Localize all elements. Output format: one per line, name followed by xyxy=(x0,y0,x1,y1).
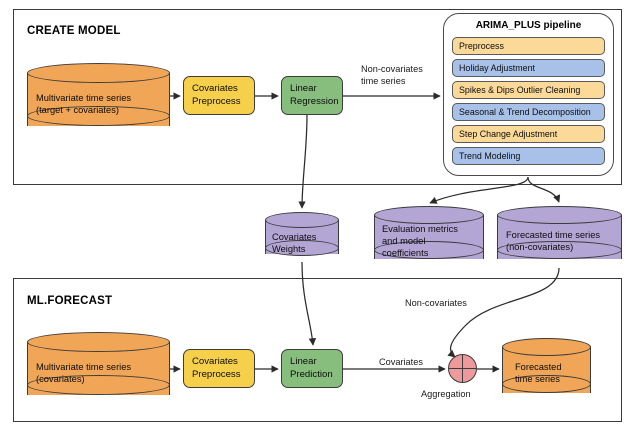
box-covariates-preprocess-train[interactable]: Covariates Preprocess xyxy=(183,76,255,115)
cylinder-multivariate-covariates: Multivariate time series (covariates) xyxy=(27,332,170,405)
box-label: Linear Regression xyxy=(290,83,339,107)
box-linear-prediction[interactable]: Linear Prediction xyxy=(281,349,343,388)
section-title-ml-forecast: ML.FORECAST xyxy=(27,295,113,307)
cylinder-covariates-weights: Covariates Weights xyxy=(265,212,339,262)
cylinder-top-ellipse xyxy=(27,63,170,83)
pipeline-title: ARIMA_PLUS pipeline xyxy=(475,20,582,31)
section-ml-forecast xyxy=(13,278,622,422)
pipeline-step-label: Trend Modeling xyxy=(459,151,521,161)
cylinder-label: Evaluation metrics and model coefficient… xyxy=(382,224,458,258)
cylinder-top-ellipse xyxy=(374,206,484,224)
box-label: Covariates Preprocess xyxy=(192,356,241,380)
pipeline-step-label: Seasonal & Trend Decomposition xyxy=(459,107,591,117)
section-create-model xyxy=(13,9,622,185)
edge-label-non-covariates-time-series: Non-covariates time series xyxy=(361,64,423,86)
cylinder-evaluation-metrics-model-coefficients: Evaluation metrics and model coefficient… xyxy=(374,206,484,268)
box-label: Linear Prediction xyxy=(290,356,333,380)
cylinder-forecasted-time-series-non-covariates: Forecasted time series (non-covariates) xyxy=(497,206,622,268)
cylinder-bottom-ellipse xyxy=(502,375,591,393)
box-covariates-preprocess-forecast[interactable]: Covariates Preprocess xyxy=(183,349,255,388)
pipeline-step-label: Spikes & Dips Outlier Cleaning xyxy=(459,85,581,95)
cylinder-label: Covariates Weights xyxy=(272,232,317,254)
section-title-create-model: CREATE MODEL xyxy=(27,25,121,37)
edge-label-covariates: Covariates xyxy=(379,357,423,367)
cylinder-bottom-ellipse xyxy=(265,240,339,256)
pipeline-step-trend-modeling[interactable]: Trend Modeling xyxy=(452,147,605,165)
cylinder-top-ellipse xyxy=(497,206,622,224)
cylinder-multivariate-target-covariates: Multivariate time series (target + covar… xyxy=(27,63,170,136)
cylinder-top-ellipse xyxy=(27,332,170,352)
cylinder-forecasted-time-series-output: Forecasted time series xyxy=(502,338,591,402)
pipeline-step-seasonal-trend-decomposition[interactable]: Seasonal & Trend Decomposition xyxy=(452,103,605,121)
cylinder-label: Multivariate time series (covariates) xyxy=(36,362,132,384)
node-aggregation[interactable] xyxy=(448,354,477,383)
cylinder-top-ellipse xyxy=(265,212,339,228)
edge-label-non-covariates: Non-covariates xyxy=(405,298,467,308)
pipeline-step-label: Preprocess xyxy=(459,41,504,51)
cylinder-bottom-ellipse xyxy=(374,241,484,259)
pipeline-step-label: Holiday Adjustment xyxy=(459,63,535,73)
box-label: Covariates Preprocess xyxy=(192,83,241,107)
pipeline-step-label: Step Change Adjustment xyxy=(459,129,558,139)
pipeline-step-spikes-dips-outlier-cleaning[interactable]: Spikes & Dips Outlier Cleaning xyxy=(452,81,605,99)
cylinder-label: Forecasted time series (non-covariates) xyxy=(506,230,601,252)
cylinder-bottom-ellipse xyxy=(27,375,170,395)
pipeline-step-preprocess[interactable]: Preprocess xyxy=(452,37,605,55)
cylinder-label: Forecasted time series xyxy=(515,362,562,384)
pipeline-step-holiday-adjustment[interactable]: Holiday Adjustment xyxy=(452,59,605,77)
aggregation-cross-horizontal xyxy=(449,368,476,370)
cylinder-label: Multivariate time series (target + covar… xyxy=(36,93,132,115)
cylinder-bottom-ellipse xyxy=(27,106,170,126)
box-linear-regression[interactable]: Linear Regression xyxy=(281,76,343,115)
cylinder-top-ellipse xyxy=(502,338,591,356)
label-aggregation: Aggregation xyxy=(421,389,471,399)
pipeline-step-step-change-adjustment[interactable]: Step Change Adjustment xyxy=(452,125,605,143)
cylinder-bottom-ellipse xyxy=(497,241,622,259)
